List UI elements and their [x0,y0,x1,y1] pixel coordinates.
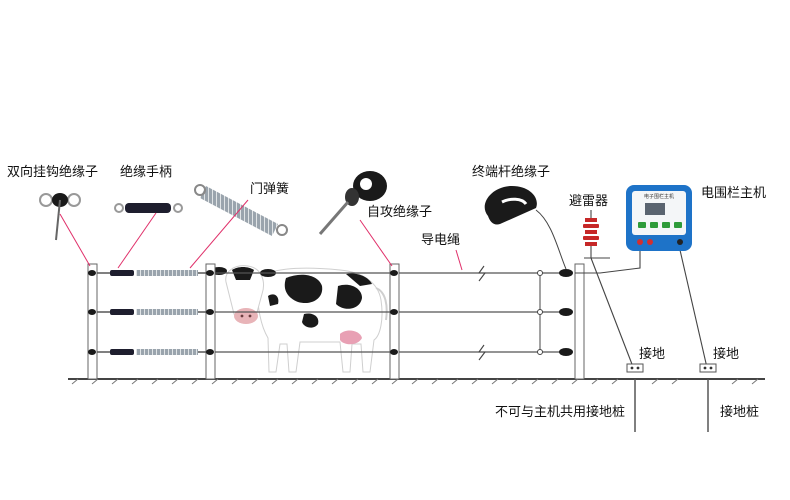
cow-illustration [211,265,388,373]
double-hook-insulator-label: 双向挂钩绝缘子 [7,165,99,180]
jumper-bus [537,270,543,355]
self-tapping-insulator-label: 自攻绝缘子 [367,205,433,220]
fence-energizer-label: 电围栏主机 [701,186,767,201]
end-post-insulator-icon [484,186,537,225]
ground-stakes [626,363,717,432]
lightning-arrester-label: 避雷器 [569,194,609,209]
ground-stake-label: 接地桩 [720,405,760,420]
insulated-handle-icon [110,270,134,276]
lightning-arrester-icon [583,210,599,258]
end-post-leader-line [535,209,567,270]
gate-assembly [97,270,206,355]
post-insulators [88,269,573,356]
fence-energizer-icon [626,185,692,251]
end-post-insulator-label: 终端杆绝缘子 [472,165,551,180]
energizer-panel-text: 电子围栏主机 [644,193,674,200]
ground-label-1: 接地 [639,347,666,362]
double-hook-insulator-icon [39,193,81,241]
conductor-rope-label: 导电绳 [421,233,461,248]
spark-icons [477,265,487,361]
fence-posts [87,263,585,380]
gate-row-top [97,270,206,276]
insulated-handle-large-icon [114,203,183,213]
separate-ground-stake-label: 不可与主机共用接地桩 [495,405,626,420]
insulated-handle-label: 绝缘手柄 [120,165,173,180]
gate-spring-label: 门弹簧 [250,182,290,197]
gate-spring-icon [136,270,198,276]
self-tapping-insulator-icon [318,171,387,235]
energizer-wiring [575,249,709,373]
gate-row-bottom [97,349,206,355]
ground-label-2: 接地 [713,347,740,362]
ground-hatch [71,378,759,385]
gate-row-middle [97,309,206,315]
leader-lines [59,199,463,271]
